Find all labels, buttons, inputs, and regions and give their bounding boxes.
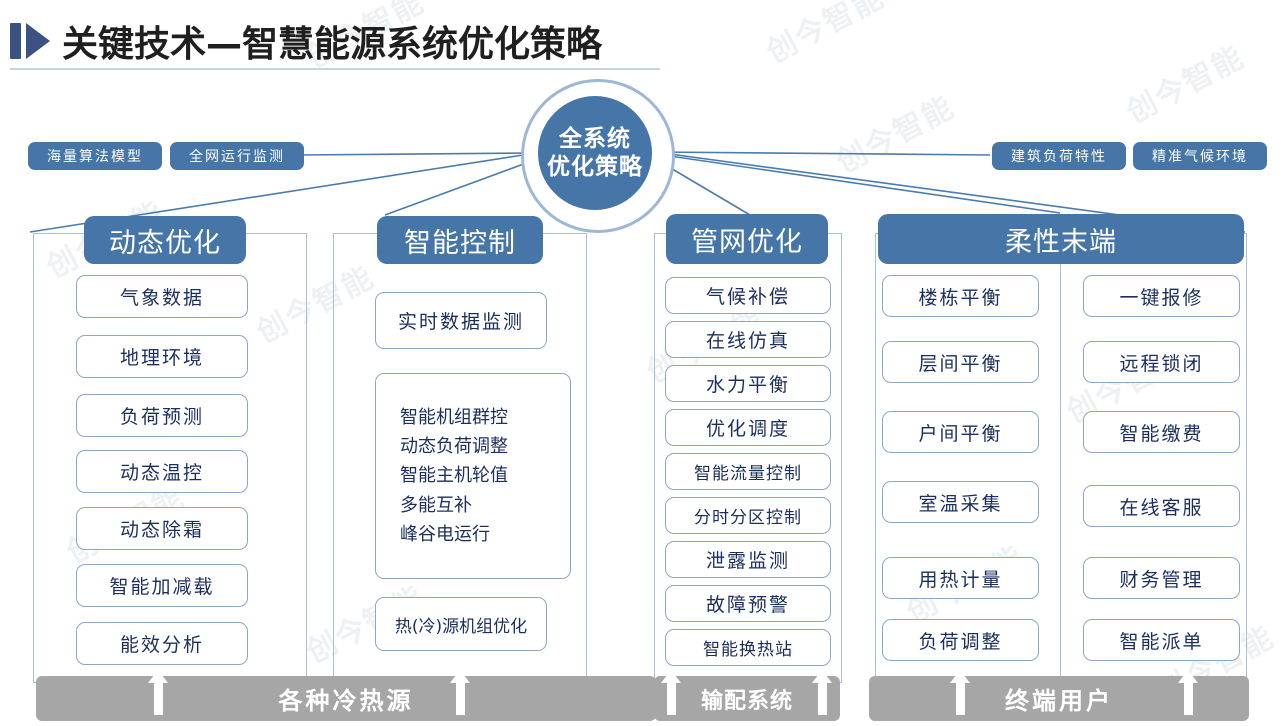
item-household-balance[interactable]: 户间平衡 xyxy=(882,411,1039,453)
bottom-bar-label: 终端用户 xyxy=(1005,687,1113,715)
pill-massive-algorithm-model[interactable]: 海量算法模型 xyxy=(28,142,162,170)
pill-network-operation-monitoring[interactable]: 全网运行监测 xyxy=(170,142,304,170)
item-hydraulic-balance[interactable]: 水力平衡 xyxy=(665,365,831,402)
item-intelligent-load-adjust[interactable]: 智能加减载 xyxy=(76,564,248,607)
item-intelligent-heat-exchange-station[interactable]: 智能换热站 xyxy=(665,629,831,666)
column-frame-flexible-terminal-divider xyxy=(1060,233,1061,681)
pill-precise-climate-environment[interactable]: 精准气候环境 xyxy=(1133,142,1267,170)
up-arrow-icon xyxy=(812,670,833,720)
item-load-adjustment[interactable]: 负荷调整 xyxy=(882,619,1039,661)
item-dynamic-defrost[interactable]: 动态除霜 xyxy=(76,507,248,550)
item-indoor-temperature-collection[interactable]: 室温采集 xyxy=(882,481,1039,523)
item-realtime-data-monitoring[interactable]: 实时数据监测 xyxy=(375,292,547,349)
pill-building-load-characteristics[interactable]: 建筑负荷特性 xyxy=(992,142,1126,170)
item-energy-efficiency-analysis[interactable]: 能效分析 xyxy=(76,622,248,665)
item-remote-lock[interactable]: 远程锁闭 xyxy=(1083,341,1240,383)
up-arrow-icon xyxy=(950,670,971,720)
item-heat-metering[interactable]: 用热计量 xyxy=(882,557,1039,599)
item-intelligent-dispatch-order[interactable]: 智能派单 xyxy=(1083,619,1240,661)
column-header-pipe-network-optimization[interactable]: 管网优化 xyxy=(666,214,828,264)
control-strategy-line: 多能互补 xyxy=(400,494,472,516)
item-leakage-monitoring[interactable]: 泄露监测 xyxy=(665,541,831,578)
item-one-click-repair[interactable]: 一键报修 xyxy=(1083,275,1240,317)
item-intelligent-flow-control[interactable]: 智能流量控制 xyxy=(665,453,831,490)
up-arrow-icon xyxy=(1178,670,1199,720)
play-triangle-icon xyxy=(10,23,50,59)
control-strategy-line: 智能机组群控 xyxy=(400,407,508,429)
center-node-line1: 全系统 xyxy=(559,125,631,152)
bottom-bar-label: 各种冷热源 xyxy=(278,687,414,715)
item-building-balance[interactable]: 楼栋平衡 xyxy=(882,275,1039,317)
center-node-line2: 优化策略 xyxy=(547,154,643,180)
control-strategy-line: 智能主机轮值 xyxy=(400,465,508,487)
item-intelligent-payment[interactable]: 智能缴费 xyxy=(1083,411,1240,453)
item-weather-data[interactable]: 气象数据 xyxy=(76,275,248,318)
bottom-bar-heat-cold-sources[interactable]: 各种冷热源 xyxy=(36,676,656,721)
item-control-strategies-group[interactable]: 智能机组群控 动态负荷调整 智能主机轮值 多能互补 峰谷电运行 xyxy=(375,373,571,579)
item-online-simulation[interactable]: 在线仿真 xyxy=(665,321,831,358)
item-online-customer-service[interactable]: 在线客服 xyxy=(1083,485,1240,527)
item-geographic-environment[interactable]: 地理环境 xyxy=(76,335,248,378)
page-title-text: 关键技术—智慧能源系统优化策略 xyxy=(62,24,603,65)
item-financial-management[interactable]: 财务管理 xyxy=(1083,557,1240,599)
up-arrow-icon xyxy=(450,670,471,720)
title-divider xyxy=(10,68,660,70)
column-header-intelligent-control[interactable]: 智能控制 xyxy=(377,216,543,264)
control-strategy-line: 峰谷电运行 xyxy=(400,523,490,545)
item-floor-balance[interactable]: 层间平衡 xyxy=(882,341,1039,383)
item-time-zone-control[interactable]: 分时分区控制 xyxy=(665,497,831,534)
item-dynamic-temperature-control[interactable]: 动态温控 xyxy=(76,450,248,493)
bottom-bar-label: 输配系统 xyxy=(700,688,793,714)
up-arrow-icon xyxy=(148,670,169,720)
page-title: 关键技术—智慧能源系统优化策略 xyxy=(10,16,602,66)
control-strategy-line: 动态负荷调整 xyxy=(400,436,508,458)
bottom-bar-transmission-distribution[interactable]: 输配系统 xyxy=(654,676,840,721)
up-arrow-icon xyxy=(661,670,682,720)
column-header-flexible-terminal[interactable]: 柔性末端 xyxy=(878,214,1244,264)
item-climate-compensation[interactable]: 气候补偿 xyxy=(665,277,831,314)
item-optimized-dispatch[interactable]: 优化调度 xyxy=(665,409,831,446)
item-fault-warning[interactable]: 故障预警 xyxy=(665,585,831,622)
item-load-forecast[interactable]: 负荷预测 xyxy=(76,394,248,437)
column-header-dynamic-optimization[interactable]: 动态优化 xyxy=(84,216,246,264)
center-node[interactable]: 全系统 优化策略 xyxy=(538,96,652,210)
item-heat-cold-source-unit-optimization[interactable]: 热(冷)源机组优化 xyxy=(375,597,547,651)
